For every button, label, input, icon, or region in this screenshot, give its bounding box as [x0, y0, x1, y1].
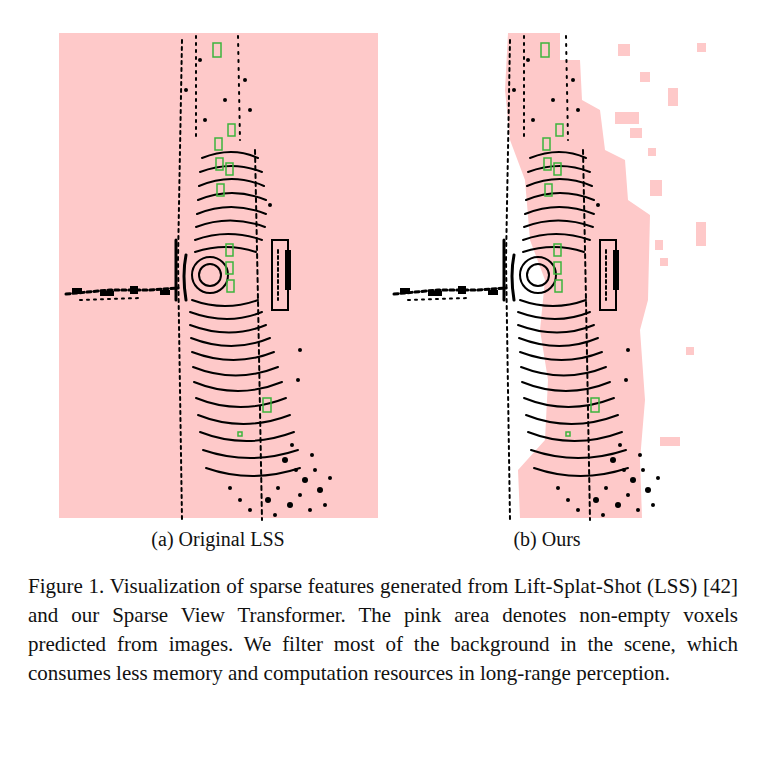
subfigure-label: (a) Original LSS: [151, 528, 284, 551]
figure-caption: Figure 1. Visualization of sparse featur…: [28, 572, 738, 688]
subfigure-label: (b) Ours: [513, 528, 580, 551]
voxel-area: [59, 33, 378, 518]
